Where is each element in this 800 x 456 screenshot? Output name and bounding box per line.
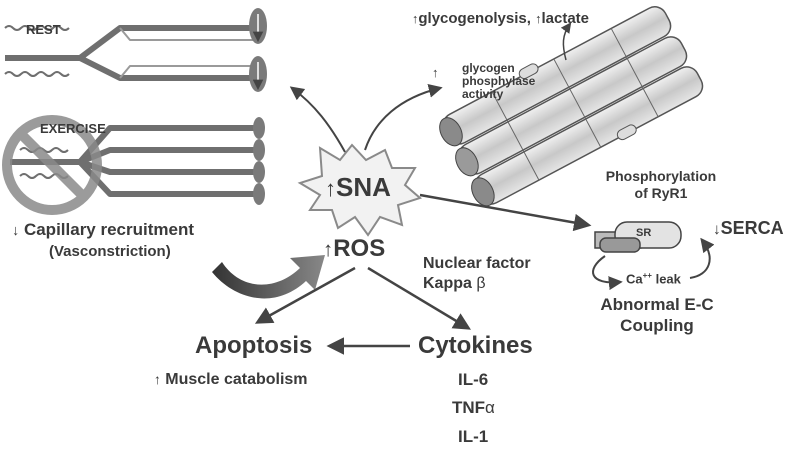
sna-text: SNA (336, 172, 391, 202)
glycogenolysis-text: glycogenolysis, (418, 10, 531, 27)
rest-coil-upper (4, 25, 70, 31)
rest-upper-vessel (5, 25, 255, 61)
up-arrow-icon: ↑ (325, 176, 337, 201)
abnormal-ec-coupling-label: Abnormal E-C Coupling (572, 294, 742, 336)
lactate-text: lactate (541, 10, 589, 27)
rest-coil-lower (4, 71, 70, 77)
rest-lower-vessel (78, 55, 255, 81)
vasoconstriction-label: (Vasconstriction) (49, 243, 171, 260)
up-arrow-icon: ↑ (154, 372, 161, 387)
ca-text: Ca (626, 271, 643, 287)
arrow-ca-leak-right (689, 237, 715, 279)
nuclear-line1: Nuclear factor (423, 255, 531, 272)
sna-starburst (297, 143, 423, 237)
muscle-catabolism-label: ↑ Muscle catabolism (154, 372, 308, 388)
glycogen-phosphylase-label: glycogen phosphylase activity (462, 62, 535, 101)
cytokines-label: Cytokines (418, 332, 533, 359)
arrow-sna-to-ryr1 (419, 193, 592, 232)
exercise-capillaries (253, 117, 265, 205)
arrow-muscle-to-glycogenolysis (560, 22, 572, 61)
muscle-fiber-bundle (439, 6, 704, 207)
serca-label: ↓SERCA (713, 219, 784, 237)
tnf-alpha-label: TNFα (452, 399, 495, 416)
phosphorylation-label: Phosphorylation of RyR1 (576, 168, 746, 202)
abnormal-line1: Abnormal E-C (600, 295, 714, 314)
leak-text: leak (651, 271, 681, 287)
nuclear-factor-label: Nuclear factor Kappa β (423, 254, 531, 294)
big-curved-arrow (212, 255, 325, 299)
down-arrow-icon: ↓ (12, 223, 20, 239)
phos-line2: of RyR1 (634, 185, 688, 201)
prohibition-sign (2, 115, 102, 215)
arrow-ros-to-cytokines (367, 266, 472, 330)
arrow-sna-to-vessels (289, 86, 346, 153)
nuclear-line2: Kappa (423, 275, 472, 292)
phos-line1: Phosphorylation (605, 168, 717, 184)
abnormal-line2: Coupling (620, 316, 694, 335)
apoptosis-label: Apoptosis (195, 332, 313, 359)
rest-vessels (4, 25, 255, 81)
capillary-text: Capillary recruitment (23, 220, 195, 239)
arrow-sna-to-muscle (364, 83, 443, 151)
exercise-label: EXERCISE (40, 121, 106, 136)
ca-leak-label: Ca++ leak (626, 271, 681, 287)
muscle-catabolism-text: Muscle catabolism (165, 371, 308, 388)
alpha-symbol: α (485, 398, 495, 417)
tnf-text: TNF (452, 398, 486, 417)
down-arrow-icon: ↓ (713, 221, 721, 238)
arrow-ca-leak-left (592, 255, 623, 291)
arrow-ros-to-apoptosis (254, 266, 356, 324)
sr-label: SR (636, 227, 652, 239)
sr-structure (594, 221, 682, 253)
ros-label: ↑ROS (323, 237, 385, 261)
capillary-recruitment-label: ↓ Capillary recruitment (12, 221, 194, 238)
ros-text: ROS (333, 235, 386, 262)
small-up-arrow-icon: ↑ (432, 65, 439, 80)
gp-line3: activity (462, 87, 504, 101)
beta-symbol: β (476, 275, 486, 292)
up-arrow-icon: ↑ (412, 11, 419, 26)
up-arrow-icon: ↑ (323, 239, 334, 261)
sna-label: ↑SNA (325, 174, 391, 200)
rest-label: REST (26, 22, 61, 37)
glycogenolysis-label: ↑glycogenolysis, ↑lactate (412, 11, 589, 26)
gp-line1: glycogen (462, 61, 515, 75)
up-arrow-icon: ↑ (535, 11, 542, 26)
gp-line2: phosphylase (462, 74, 536, 88)
il6-label: IL-6 (458, 370, 489, 389)
ca-superscript: ++ (642, 271, 652, 280)
serca-text: SERCA (720, 218, 784, 238)
il1-label: IL-1 (458, 427, 489, 446)
